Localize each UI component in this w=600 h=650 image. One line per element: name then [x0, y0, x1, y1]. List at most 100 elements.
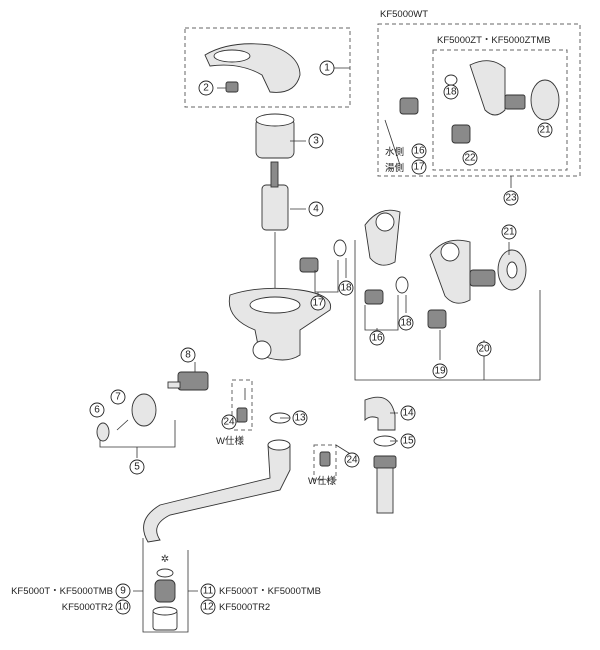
callout-13: 13 [292, 410, 308, 426]
svg-text:1: 1 [324, 63, 330, 74]
variant-label-12: KF5000TR2 [219, 602, 270, 613]
variant-label-11: KF5000T・KF5000TMB [219, 586, 321, 597]
svg-text:21: 21 [539, 125, 551, 136]
svg-text:7: 7 [115, 392, 121, 403]
callout-7: 7 [110, 389, 126, 405]
svg-text:2: 2 [203, 83, 209, 94]
w-spec-label-right: W仕様 [308, 475, 336, 487]
pipe-connector-lower [429, 239, 496, 304]
check-valve-box [451, 124, 471, 144]
callout-18: 18 [338, 280, 354, 296]
pipe-connector-thread-box [504, 94, 526, 110]
hose [373, 455, 397, 514]
variant-label-10: KF5000TR2 [62, 602, 113, 613]
callout-12: 12 [200, 599, 216, 615]
svg-text:11: 11 [203, 586, 214, 597]
svg-text:14: 14 [402, 408, 414, 419]
svg-text:16: 16 [413, 146, 425, 157]
callout-17-box: 17 [411, 159, 427, 175]
svg-text:17: 17 [413, 162, 425, 173]
cap-nut [255, 113, 295, 159]
callout-20: 20 [476, 341, 492, 357]
variant-label-9: KF5000T・KF5000TMB [11, 586, 113, 597]
pipe-connector-box [469, 60, 506, 116]
w-spec-label-left: W仕様 [216, 435, 244, 447]
callout-23: 23 [503, 190, 519, 206]
escutcheon-plate [497, 249, 527, 291]
callout-24-right: 24 [344, 452, 360, 468]
svg-text:3: 3 [313, 136, 319, 147]
strainer-box [399, 97, 419, 115]
callout-14: 14 [400, 405, 416, 421]
strainer-lower [364, 289, 384, 305]
svg-text:18: 18 [445, 87, 457, 98]
callout-16: 16 [369, 330, 385, 346]
escutcheon-plate-box [530, 79, 560, 121]
svg-text:4: 4 [313, 204, 319, 215]
callout-11: 11 [200, 583, 216, 599]
callout-1: 1 [319, 60, 335, 76]
knob-cap [96, 422, 110, 442]
svg-text:12: 12 [202, 602, 214, 613]
svg-text:20: 20 [478, 344, 490, 355]
hot-side-label: 湯側 [385, 162, 404, 174]
diverter-knob [131, 393, 157, 427]
kf5000zt-box [432, 49, 568, 171]
callout-21: 21 [501, 224, 517, 240]
check-valve [427, 309, 447, 329]
packing-lower [395, 276, 409, 294]
callout-19: 19 [432, 363, 448, 379]
svg-text:18: 18 [340, 283, 352, 294]
callout-17: 17 [310, 295, 326, 311]
handle-group-box [184, 27, 351, 108]
svg-text:21: 21 [503, 227, 515, 238]
w-spec-box-right [313, 444, 337, 481]
callout-15: 15 [400, 433, 416, 449]
svg-text:5: 5 [134, 462, 140, 473]
kf5000zt-label: KF5000ZT・KF5000ZTMB [437, 35, 551, 46]
packing-box [444, 74, 458, 86]
callout-6: 6 [89, 402, 105, 418]
svg-text:10: 10 [117, 602, 129, 613]
callout-18-lower: 18 [398, 315, 414, 331]
faucet-body [228, 287, 332, 361]
set-screw [225, 81, 239, 93]
w-spec-filter-right [319, 451, 331, 467]
callout-2: 2 [198, 80, 214, 96]
callout-4: 4 [308, 201, 324, 217]
svg-text:13: 13 [294, 413, 306, 424]
svg-text:24: 24 [223, 417, 235, 428]
callout-8: 8 [180, 347, 196, 363]
lever-handle [204, 43, 301, 93]
water-side-label: 水側 [385, 146, 404, 158]
spout [143, 439, 291, 543]
svg-text:✲: ✲ [161, 554, 169, 565]
callout-22: 22 [462, 150, 478, 166]
callout-3: 3 [308, 133, 324, 149]
elbow [364, 396, 396, 431]
kf5000wt-box [377, 23, 581, 177]
svg-text:19: 19 [434, 366, 446, 377]
callout-18-box: 18 [443, 84, 459, 100]
svg-text:15: 15 [402, 436, 414, 447]
svg-text:18: 18 [400, 318, 412, 329]
svg-text:9: 9 [120, 586, 126, 597]
pipe-connector-upper [364, 209, 401, 266]
packing-upper [333, 239, 347, 257]
svg-text:22: 22 [464, 153, 476, 164]
strainer-upper [299, 257, 319, 273]
svg-text:23: 23 [505, 193, 517, 204]
w-spec-box-left [231, 379, 253, 431]
callout-21-box: 21 [537, 122, 553, 138]
callout-10: 10 [115, 599, 131, 615]
knob-screw [116, 419, 129, 431]
w-spec-filter-left [236, 407, 248, 423]
callout-24: 24 [221, 414, 237, 430]
aerator-stack: ✲ [152, 554, 178, 631]
kf5000wt-label: KF5000WT [380, 9, 428, 20]
svg-text:6: 6 [94, 405, 100, 416]
callout-5: 5 [129, 459, 145, 475]
svg-text:8: 8 [185, 350, 191, 361]
svg-text:17: 17 [312, 298, 324, 309]
